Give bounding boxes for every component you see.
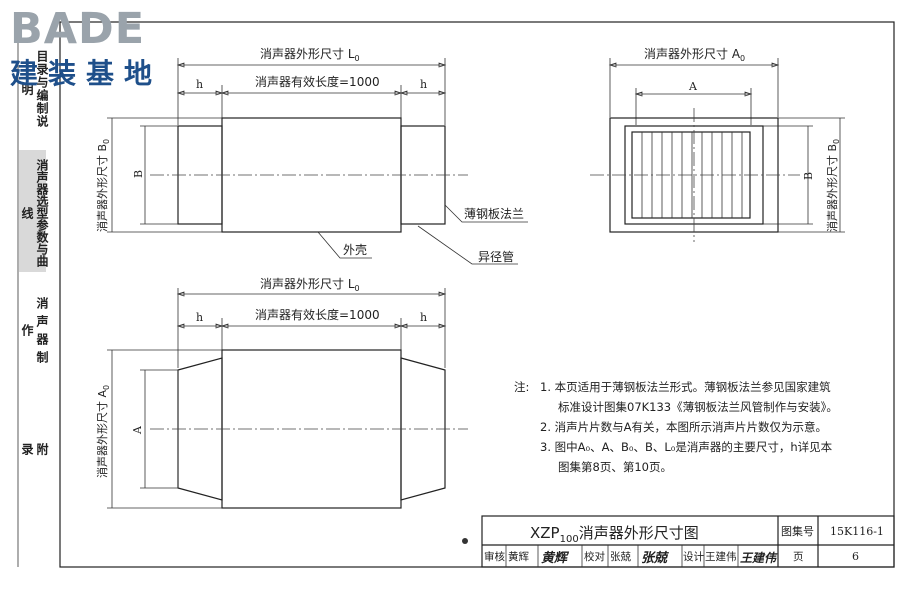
note-line-5: 图集第8页、第10页。 [558,460,672,474]
sidebar-label: 消声器制作 [20,297,49,369]
label-outer-width-a: 消声器外形尺寸 A0 [644,47,745,63]
bottom-plan-view: 消声器外形尺寸 L0 h 消声器有效长度=1000 h A 消声器外形尺寸 A0 [95,277,468,509]
label-a-bottom: A [131,425,144,435]
label-outer-height-b: 消声器外形尺寸 B0 [95,139,111,232]
label-effective-length-bottom: 消声器有效长度=1000 [255,307,380,322]
sheet-border [59,21,895,568]
page-label: 页 [793,551,804,563]
drawing-title: XZP100消声器外形尺寸图 [530,524,699,545]
note-line-4: 3. 图中A₀、A、B₀、B、L₀是消声器的主要尺寸，h详见本 [540,440,833,454]
label-outer-height-b-end: 消声器外形尺寸 B0 [825,139,841,232]
sidebar-item-intro[interactable]: 目录与编制说明 [19,46,49,128]
sidebar-label: 消声器选型参数与曲线 [20,159,49,267]
sidebar-item-selection[interactable]: 消声器选型参数与曲线 [19,150,49,272]
check-label: 校对 [584,550,605,563]
label-b-end: B [802,172,815,180]
checker-signature: 张兢 [641,550,669,566]
top-side-view: 消声器外形尺寸 L0 h 消声器有效长度=1000 h B 消声器外形尺寸 B0… [95,47,528,265]
label-outer-length: 消声器外形尺寸 L0 [260,47,360,63]
label-a-end: A [688,80,698,93]
note-line-1: 1. 本页适用于薄钢板法兰形式。薄钢板法兰参见国家建筑 [540,380,831,394]
atlas-label: 图集号 [781,524,814,538]
label-flange: 薄钢板法兰 [464,206,524,221]
note-line-2: 标准设计图集07K133《薄钢板法兰风管制作与安装》。 [558,400,838,414]
sidebar-label: 目录与编制说明 [20,50,49,128]
reviewer-name: 黄辉 [508,550,529,563]
checker-name: 张兢 [610,551,631,563]
label-h-right-top: h [420,78,427,91]
label-reducer: 异径管 [478,249,514,264]
notes: 注: 1. 本页适用于薄钢板法兰形式。薄钢板法兰参见国家建筑 标准设计图集07K… [514,380,838,474]
logo-chinese: 建装基地 [10,57,163,90]
end-view: 消声器外形尺寸 A0 A B 消声器外形尺寸 [590,47,845,242]
label-h-right-bottom: h [420,311,427,324]
page-number: 6 [852,550,859,563]
designer-signature: 王建伟 [740,551,778,565]
label-outer-width-a-bottom: 消声器外形尺寸 A0 [95,385,111,478]
sidebar-item-appendix[interactable]: 附录 [19,432,49,478]
design-label: 设计 [683,550,704,563]
designer-name: 王建伟 [705,550,737,563]
sidebar-item-fabrication[interactable]: 消声器制作 [19,292,49,374]
punch-hole [462,538,468,544]
label-shell: 外壳 [343,243,367,257]
reviewer-signature: 黄辉 [541,550,570,566]
note-line-3: 2. 消声片片数与A有关，本图所示消声片片数仅为示意。 [540,420,827,434]
logo-wordmark: BADE [10,4,146,54]
title-block: XZP100消声器外形尺寸图 图集号 15K116-1 审核 黄辉 黄辉 校对 … [481,515,895,568]
outlet-reducer-bottom [400,357,446,501]
label-b-top: B [132,170,145,178]
label-outer-length-bottom: 消声器外形尺寸 L0 [260,277,360,293]
brand-logo: BADE 建装基地 [4,4,182,90]
review-label: 审核 [484,550,505,563]
label-effective-length-top: 消声器有效长度=1000 [255,74,380,89]
label-h-left-bottom: h [196,311,203,324]
sidebar-label: 附录 [20,443,49,467]
label-h-left-top: h [196,78,203,91]
atlas-number: 15K116-1 [830,525,884,538]
notes-prefix: 注: [514,380,529,394]
